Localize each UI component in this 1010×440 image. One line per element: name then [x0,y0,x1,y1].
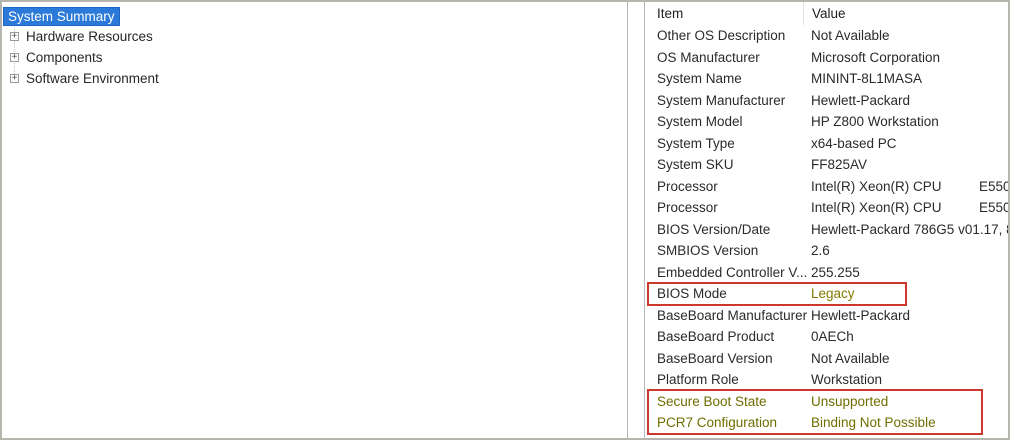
item-cell: BIOS Version/Date [657,221,771,237]
tree-item-label: Software Environment [26,70,159,86]
item-cell: PCR7 Configuration [657,415,778,430]
tree-item-label: System Summary [3,6,120,26]
detail-row-os-manufacturer[interactable]: OS Manufacturer Microsoft Corporation [645,47,1008,69]
item-cell: System Name [657,71,742,86]
column-header-item[interactable]: Item [657,6,684,21]
detail-row-system-sku[interactable]: System SKU FF825AV [645,154,1008,176]
item-cell: BaseBoard Product [657,329,775,344]
detail-row-other-os-description[interactable]: Other OS Description Not Available [645,25,1008,47]
value-cell: Hewlett-Packard [811,92,911,108]
tree-item-system-summary[interactable]: System Summary [3,6,627,27]
value-cell: Hewlett-Packard 786G5 v01.17, 8/ [811,221,1008,237]
category-tree: System Summary + Hardware Resources + Compon… [2,6,627,88]
value-cell: Intel(R) Xeon(R) CPU E5506 [811,200,1008,215]
expand-plus-icon[interactable]: + [10,72,19,83]
value-cell: Not Available [811,350,890,366]
tree-item-components[interactable]: + Components [2,47,627,68]
detail-row-platform-role[interactable]: Platform Role Workstation [645,369,1008,391]
item-cell: Processor [657,178,718,194]
item-cell: Other OS Description [657,28,786,43]
detail-row-system-manufacturer[interactable]: System Manufacturer Hewlett-Packard [645,90,1008,112]
item-cell: BaseBoard Version [657,350,773,366]
detail-row-secure-boot-state[interactable]: Secure Boot State Unsupported [645,391,1008,413]
detail-row-processor[interactable]: Processor Intel(R) Xeon(R) CPU E5506 [645,197,1008,219]
value-cell: Unsupported [811,393,889,409]
item-cell: Platform Role [657,372,739,387]
expand-plus-icon[interactable]: + [10,31,19,42]
value-cell: 2.6 [811,243,830,258]
detail-row-processor[interactable]: Processor Intel(R) Xeon(R) CPU E5506 [645,176,1008,198]
item-cell: SMBIOS Version [657,243,759,258]
expand-plus-icon[interactable]: + [10,51,19,62]
value-cell: Workstation [811,372,883,387]
value-cell: FF825AV [811,157,868,172]
value-cell: x64-based PC [811,135,897,151]
detail-row-pcr7-configuration[interactable]: PCR7 Configuration Binding Not Possible [645,412,1008,434]
value-cell: HP Z800 Workstation [811,114,939,129]
detail-row-baseboard-product[interactable]: BaseBoard Product 0AECh [645,326,1008,348]
value-cell: 255.255 [811,264,860,280]
item-cell: Secure Boot State [657,393,767,409]
value-cell: Hewlett-Packard [811,307,911,323]
category-tree-pane: System Summary + Hardware Resources + Compon… [2,2,628,438]
value-cell: Legacy [811,286,855,301]
details-column-headers: Item Value [645,2,1008,25]
item-cell: System Manufacturer [657,92,786,108]
item-cell: System Type [657,135,735,151]
value-cell: Intel(R) Xeon(R) CPU E5506 [811,178,1008,194]
tree-item-label: Hardware Resources [26,29,153,45]
value-cell: Not Available [811,28,890,43]
tree-item-software-environment[interactable]: + Software Environment [2,68,627,89]
value-cell: Microsoft Corporation [811,49,941,65]
tree-guide-line [14,18,15,80]
detail-row-baseboard-version[interactable]: BaseBoard Version Not Available [645,348,1008,370]
value-cell: 0AECh [811,329,854,344]
item-cell: Embedded Controller V... [657,264,808,280]
tree-item-hardware-resources[interactable]: + Hardware Resources [2,27,627,48]
value-cell: Binding Not Possible [811,415,936,430]
item-cell: System Model [657,114,743,129]
detail-row-bios-mode[interactable]: BIOS Mode Legacy [645,283,1008,305]
detail-row-system-name[interactable]: System Name MININT-8L1MASA [645,68,1008,90]
detail-row-system-model[interactable]: System Model HP Z800 Workstation [645,111,1008,133]
item-cell: BIOS Mode [657,286,727,301]
item-cell: OS Manufacturer [657,49,760,65]
tree-item-label: Components [26,49,103,65]
item-cell: Processor [657,200,718,215]
column-header-value[interactable]: Value [803,2,1008,25]
item-cell: BaseBoard Manufacturer [657,307,808,323]
value-cell: MININT-8L1MASA [811,71,923,86]
detail-row-smbios-version[interactable]: SMBIOS Version 2.6 [645,240,1008,262]
item-cell: System SKU [657,157,734,172]
detail-row-bios-version-date[interactable]: BIOS Version/Date Hewlett-Packard 786G5 v… [645,219,1008,241]
detail-row-embedded-controller-v[interactable]: Embedded Controller V...255.255 [645,262,1008,284]
detail-row-system-type[interactable]: System Type x64-based PC [645,133,1008,155]
